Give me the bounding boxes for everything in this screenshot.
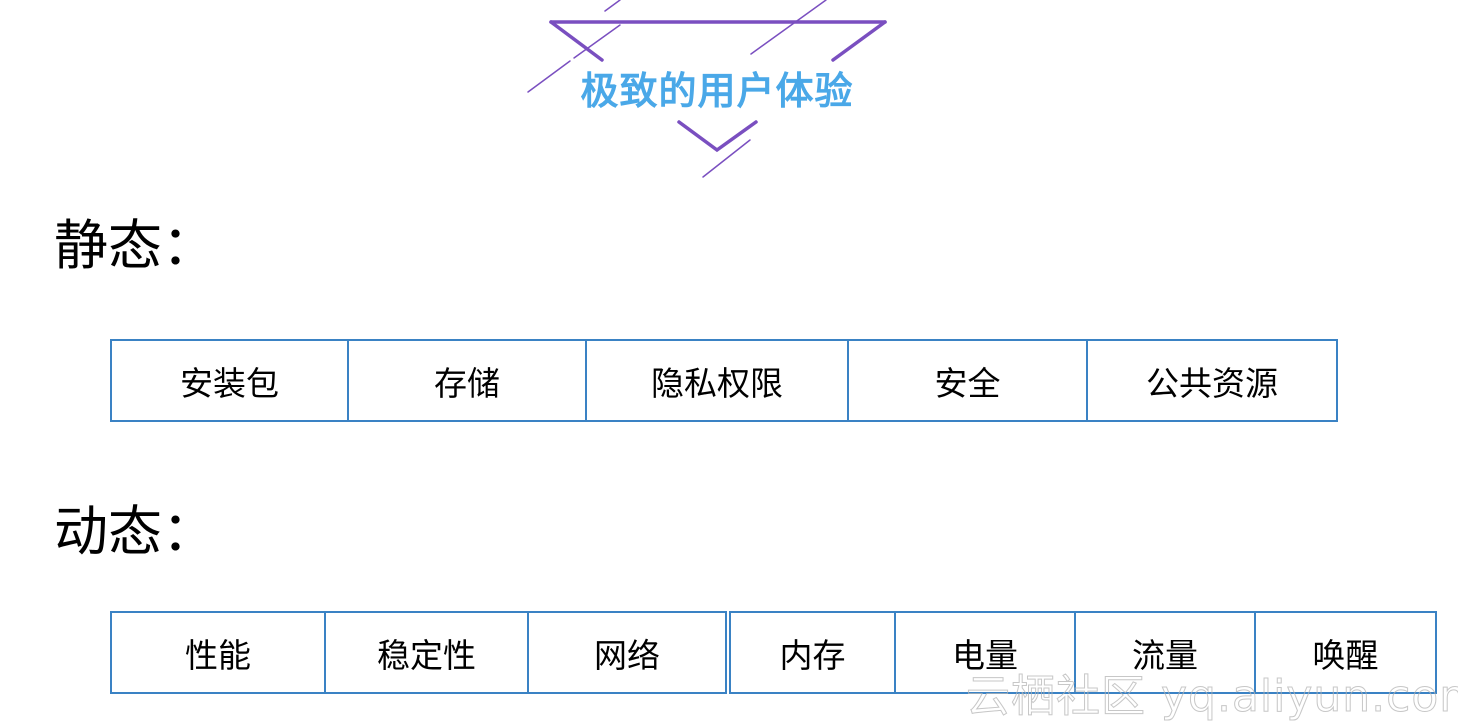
static-item-storage: 存储 [347, 339, 587, 422]
dynamic-section-label: 动态： [54, 500, 216, 563]
dynamic-item-battery: 电量 [894, 611, 1076, 694]
static-item-public-resources: 公共资源 [1086, 339, 1338, 422]
page-title: 极致的用户体验 [580, 69, 854, 113]
dynamic-item-performance: 性能 [110, 611, 326, 694]
static-items-row: 安装包 存储 隐私权限 安全 公共资源 [110, 339, 1338, 422]
static-item-privacy-permissions: 隐私权限 [585, 339, 849, 422]
static-item-security: 安全 [847, 339, 1088, 422]
static-section-label: 静态： [54, 214, 216, 277]
dynamic-item-network: 网络 [527, 611, 727, 694]
title-decoration [527, 0, 887, 178]
dynamic-item-wakeup: 唤醒 [1254, 611, 1437, 694]
dynamic-items-row: 性能 稳定性 网络 内存 电量 流量 唤醒 [110, 611, 1437, 694]
dynamic-item-data-traffic: 流量 [1074, 611, 1256, 694]
static-item-install-package: 安装包 [110, 339, 349, 422]
dynamic-item-stability: 稳定性 [324, 611, 529, 694]
dynamic-item-memory: 内存 [729, 611, 896, 694]
